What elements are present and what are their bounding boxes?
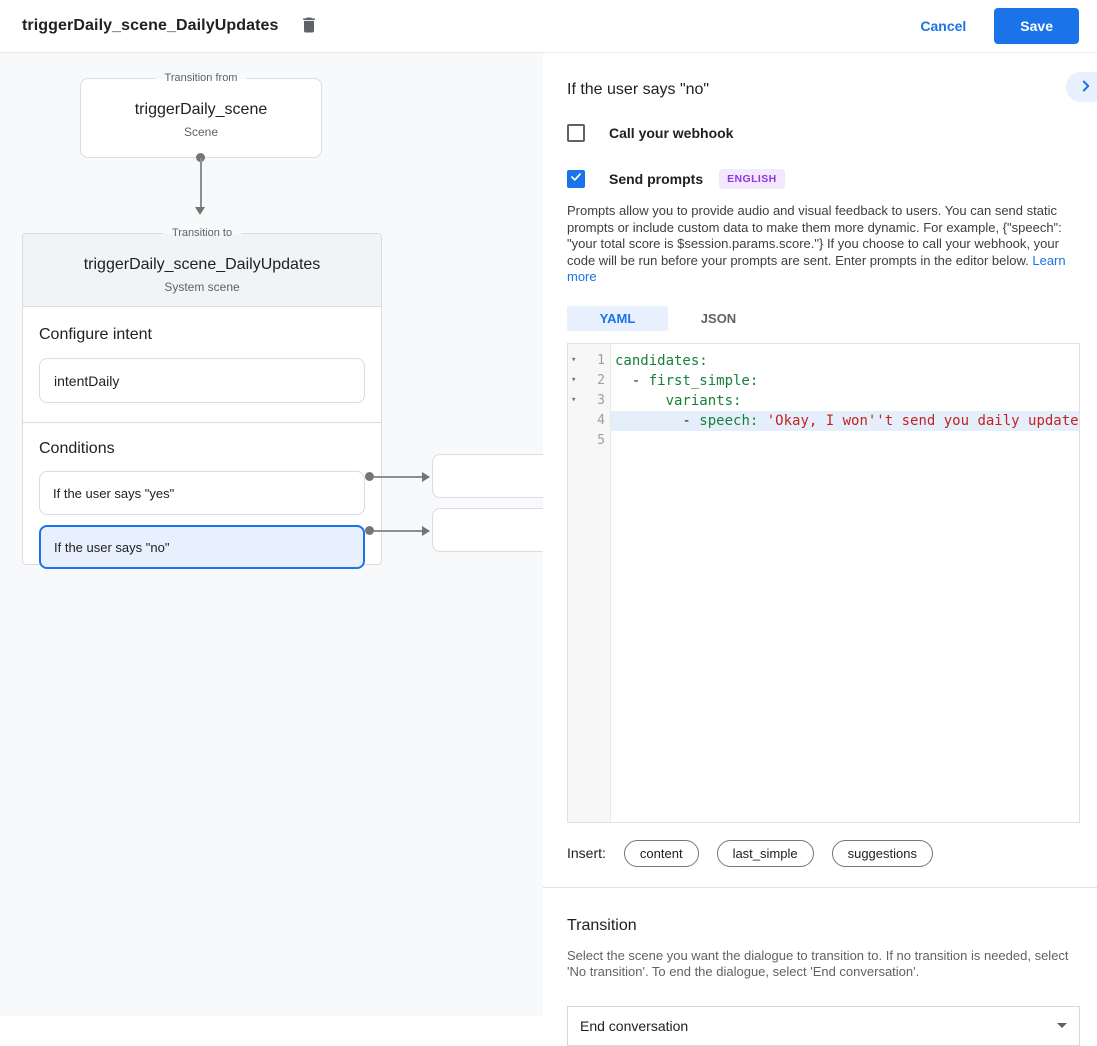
editor-tabs: YAML JSON: [567, 305, 1080, 331]
learn-more-link[interactable]: Learn more: [567, 252, 1066, 285]
transition-select-value: End conversation: [580, 1017, 689, 1034]
chevron-right-icon: [1077, 77, 1095, 98]
transition-to-card[interactable]: Transition to triggerDaily_scene_DailyUp…: [22, 226, 382, 569]
arrow-right-icon: [422, 525, 430, 536]
from-scene-name: triggerDaily_scene: [134, 101, 268, 118]
gutter-row: ▾ 3: [568, 391, 610, 411]
insert-chip-last-simple[interactable]: last_simple: [716, 839, 814, 867]
trash-icon: [299, 15, 319, 38]
yaml-plain: [615, 393, 666, 409]
webhook-label: Call your webhook: [609, 125, 734, 141]
line-number: 5: [597, 432, 605, 448]
tab-json[interactable]: JSON: [700, 310, 737, 326]
send-prompts-row: Send prompts ENGLISH: [567, 169, 1080, 189]
webhook-checkbox[interactable]: [567, 124, 585, 142]
yaml-key: variants:: [665, 392, 742, 409]
code-line-4-highlighted: - speech: 'Okay, I won''t send you daily…: [611, 410, 1079, 431]
page-title: triggerDaily_scene_DailyUpdates: [22, 17, 279, 34]
from-scene-type: Scene: [183, 125, 219, 139]
transition-select[interactable]: End conversation: [567, 1005, 1080, 1046]
yaml-plain: -: [615, 372, 649, 389]
gutter-row: 4: [568, 411, 610, 431]
scene-card-header: triggerDaily_scene_DailyUpdates System s…: [23, 234, 381, 307]
yaml-string: 'Okay, I won''t send you daily update: [766, 412, 1079, 429]
transition-description: Select the scene you want the dialogue t…: [567, 947, 1069, 980]
insert-chip-suggestions[interactable]: suggestions: [831, 839, 933, 867]
transition-to-legend: Transition to: [162, 226, 242, 241]
code-line-5: [611, 431, 1079, 451]
arrow-down-icon: [195, 207, 205, 215]
section-divider: [543, 886, 1097, 888]
condition-detail-panel: If the user says "no" Call your webhook …: [543, 53, 1097, 1046]
condition-item-no[interactable]: If the user says "no": [39, 525, 365, 569]
fold-arrow-icon[interactable]: ▾: [571, 354, 577, 365]
delete-button[interactable]: [295, 12, 323, 40]
arrow-right-icon: [422, 471, 430, 482]
to-scene-name: triggerDaily_scene_DailyUpdates: [83, 256, 321, 273]
insert-row: Insert: content last_simple suggestions: [567, 839, 1080, 867]
condition-yes-target-box[interactable]: [432, 454, 543, 498]
yaml-key: candidates:: [615, 352, 708, 369]
language-badge: ENGLISH: [719, 169, 785, 189]
webhook-row: Call your webhook: [567, 124, 1080, 142]
insert-label: Insert:: [567, 845, 606, 861]
line-number: 1: [597, 352, 605, 368]
connector-line: [200, 158, 202, 208]
condition-no-label: If the user says "no": [54, 539, 170, 555]
transition-heading: Transition: [567, 916, 637, 934]
cancel-button[interactable]: Cancel: [920, 18, 967, 34]
panel-title: If the user says "no": [567, 81, 710, 98]
conditions-heading: Conditions: [39, 440, 115, 457]
editor-gutter: ▾ 1 ▾ 2 ▾ 3 4 5: [568, 343, 611, 822]
prompts-description: Prompts allow you to provide audio and v…: [567, 203, 1087, 286]
gutter-row: ▾ 2: [568, 371, 610, 391]
condition-yes-line: [374, 475, 424, 478]
condition-no-line: [374, 529, 424, 532]
code-line-1: candidates:: [611, 351, 1079, 371]
transition-from-legend: Transition from: [155, 71, 247, 86]
line-number: 4: [597, 412, 605, 428]
editor-code-area[interactable]: candidates: - first_simple: variants: - …: [611, 344, 1079, 822]
connector-dot: [196, 153, 205, 162]
condition-no-dot: [365, 526, 374, 535]
send-prompts-checkbox[interactable]: [567, 170, 585, 188]
yaml-plain: -: [615, 412, 700, 429]
yaml-code-editor[interactable]: ▾ 1 ▾ 2 ▾ 3 4 5 candidates:: [567, 342, 1080, 823]
to-scene-type: System scene: [164, 280, 240, 294]
code-line-2: - first_simple:: [611, 371, 1079, 391]
gutter-row: ▾ 1: [568, 351, 610, 371]
prompts-description-text: Prompts allow you to provide audio and v…: [567, 203, 1062, 268]
card-divider: [23, 422, 381, 423]
yaml-key: speech:: [699, 412, 767, 429]
tab-yaml[interactable]: YAML: [567, 305, 668, 331]
condition-item-yes[interactable]: If the user says "yes": [39, 471, 365, 515]
chevron-down-icon: [1057, 1023, 1067, 1028]
transition-from-node[interactable]: Transition from triggerDaily_scene Scene: [80, 71, 322, 158]
intent-field-value: intentDaily: [54, 372, 120, 389]
condition-yes-dot: [365, 472, 374, 481]
line-number: 2: [597, 372, 605, 388]
top-bar: triggerDaily_scene_DailyUpdates Cancel S…: [0, 0, 1097, 53]
send-prompts-label: Send prompts: [609, 171, 704, 187]
fold-arrow-icon[interactable]: ▾: [571, 374, 577, 385]
intent-field[interactable]: intentDaily: [39, 358, 365, 403]
condition-yes-label: If the user says "yes": [53, 485, 175, 501]
configure-intent-heading: Configure intent: [39, 326, 152, 343]
scene-diagram-canvas: Transition from triggerDaily_scene Scene…: [0, 53, 543, 1016]
code-line-3: variants:: [611, 391, 1079, 411]
save-button[interactable]: Save: [994, 8, 1079, 44]
gutter-row: 5: [568, 431, 610, 451]
line-number: 3: [597, 392, 605, 408]
fold-arrow-icon[interactable]: ▾: [571, 394, 577, 405]
yaml-key: first_simple:: [648, 372, 759, 389]
collapse-panel-button[interactable]: [1066, 72, 1097, 102]
condition-no-target-box[interactable]: [432, 508, 543, 552]
checkmark-icon: [569, 170, 583, 189]
insert-chip-content[interactable]: content: [623, 839, 699, 867]
